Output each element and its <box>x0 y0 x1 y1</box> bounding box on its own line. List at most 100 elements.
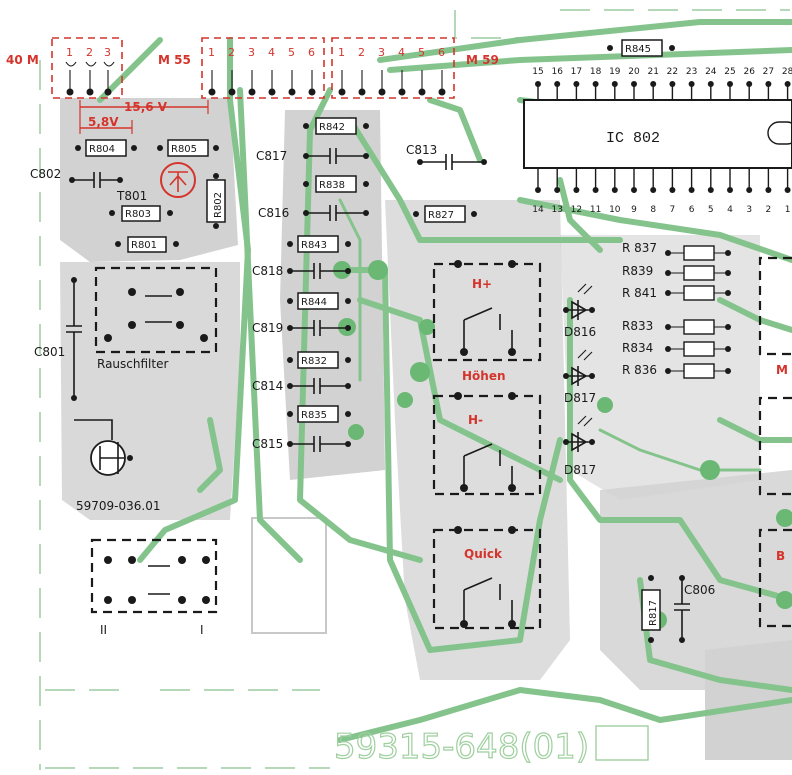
voltage-15v6: 15,6 V <box>124 100 168 114</box>
resistor-r843: R843 <box>287 235 351 253</box>
ic-pin-number: 27 <box>763 67 774 77</box>
m59-label: M 59 <box>466 53 499 67</box>
ic-pin-pad <box>746 81 753 87</box>
led-d816: D816 <box>563 283 596 339</box>
svg-text:D817: D817 <box>564 463 596 477</box>
svg-text:R801: R801 <box>131 240 157 251</box>
resistor-r835: R835 <box>287 405 351 423</box>
ic-802-label: IC 802 <box>606 130 660 147</box>
label-r833: R833 <box>622 319 653 333</box>
switch-pos-i: I <box>200 623 204 637</box>
ic-pin-pad <box>535 81 541 87</box>
board-part-number: 59315-648(01) <box>333 725 649 768</box>
ic-pin-number: 22 <box>667 67 678 77</box>
capacitor-c802: C802 <box>30 167 123 188</box>
label-r839: R839 <box>622 264 653 278</box>
svg-text:C817: C817 <box>256 149 287 163</box>
ic-pin-pad <box>688 81 695 87</box>
ic-pin-number: 26 <box>743 67 755 77</box>
voltage-5v8: 5,8V <box>88 115 119 129</box>
ic-pin-number: 5 <box>708 205 714 215</box>
resistor-r827: R827 <box>413 205 477 223</box>
connector-m55: 1 2 3 4 5 6 M 55 <box>158 37 325 99</box>
ic-pin-number: 10 <box>609 205 621 215</box>
transistor-t801: T801 <box>116 162 196 203</box>
label-r834: R834 <box>622 341 653 355</box>
svg-text:3: 3 <box>378 46 385 59</box>
ic-pin-pad <box>707 187 714 193</box>
svg-text:R803: R803 <box>125 209 151 220</box>
ic-pin-pad <box>611 187 618 193</box>
svg-text:D816: D816 <box>564 325 596 339</box>
ic-pin-number: 25 <box>724 67 735 77</box>
ic-pin-number: 18 <box>590 67 602 77</box>
ic-pin-number: 21 <box>647 67 658 77</box>
ic-pin-number: 16 <box>551 67 563 77</box>
rauschfilter-label: Rauschfilter <box>97 357 168 371</box>
hohen-label: Höhen <box>462 369 506 383</box>
resistor-r803: R803 <box>109 205 173 222</box>
ic-pin-pad <box>554 187 561 193</box>
capacitor-c815: C815 <box>252 436 351 452</box>
ic-pin-pad <box>707 81 714 87</box>
voltage-markers: 15,6 V 5,8V <box>79 100 209 134</box>
svg-text:C815: C815 <box>252 437 283 451</box>
capacitor-c817: C817 <box>256 148 369 164</box>
ic-pin-number: 11 <box>590 205 601 215</box>
svg-text:6: 6 <box>438 46 445 59</box>
switch-block-left: II I <box>90 538 218 637</box>
resistor-r832: R832 <box>287 351 351 369</box>
ic-pin-number: 24 <box>705 67 717 77</box>
svg-text:2: 2 <box>228 46 235 59</box>
switch-quick: Quick <box>432 526 542 630</box>
ic-pin-number: 14 <box>532 205 544 215</box>
svg-text:4: 4 <box>398 46 405 59</box>
label-r841: R 841 <box>622 286 657 300</box>
svg-text:4: 4 <box>268 46 275 59</box>
resistor-r844: R844 <box>287 292 351 310</box>
svg-text:R843: R843 <box>301 240 327 251</box>
ic-pin-number: 8 <box>650 205 656 215</box>
ic-pin-pad <box>688 187 695 193</box>
svg-text:R804: R804 <box>89 144 115 155</box>
svg-text:5: 5 <box>288 46 295 59</box>
capacitor-c806: C806 <box>674 575 715 643</box>
switch-quick-label: Quick <box>464 547 503 561</box>
jack-socket: 59709-036.01 <box>74 419 161 513</box>
svg-text:R805: R805 <box>171 144 197 155</box>
ic-pin-number: 4 <box>727 205 733 215</box>
capacitor-c801: C801 <box>34 277 82 401</box>
m40-pin1: 1 <box>66 46 73 59</box>
ic-pin-number: 19 <box>609 67 621 77</box>
ic-pin-number: 7 <box>670 205 676 215</box>
svg-text:C814: C814 <box>252 379 283 393</box>
resistor-r801: R801 <box>115 236 179 253</box>
part-number-jack: 59709-036.01 <box>76 499 161 513</box>
switch-right-partial: M B <box>758 256 792 628</box>
rauschfilter-block: Rauschfilter <box>94 266 218 371</box>
m40-pin3: 3 <box>104 46 111 59</box>
svg-text:R838: R838 <box>319 180 345 191</box>
connector-m40: 1 2 3 40 M <box>6 37 123 99</box>
ic-pin-number: 20 <box>628 67 640 77</box>
capacitor-c818: C818 <box>252 263 351 279</box>
switch-h-plus: H+ <box>432 260 542 362</box>
ic-pin-number: 2 <box>766 205 772 215</box>
connector-pads <box>66 88 446 96</box>
resistor-array: R 837 R839 R 841 R833 R834 R 836 <box>622 241 731 379</box>
ic-pin-pad <box>554 81 561 87</box>
ic-pin-pad <box>650 187 657 193</box>
ic-pin-pad <box>573 187 580 193</box>
svg-text:R842: R842 <box>319 122 345 133</box>
svg-text:C819: C819 <box>252 321 283 335</box>
svg-text:1: 1 <box>338 46 345 59</box>
capacitor-c814: C814 <box>252 378 351 394</box>
svg-text:R835: R835 <box>301 410 327 421</box>
switch-h-minus-label: H- <box>468 413 483 427</box>
svg-text:D817: D817 <box>564 391 596 405</box>
svg-text:6: 6 <box>308 46 315 59</box>
ic-pin-number: 23 <box>686 67 697 77</box>
ic-pin-number: 13 <box>551 205 562 215</box>
